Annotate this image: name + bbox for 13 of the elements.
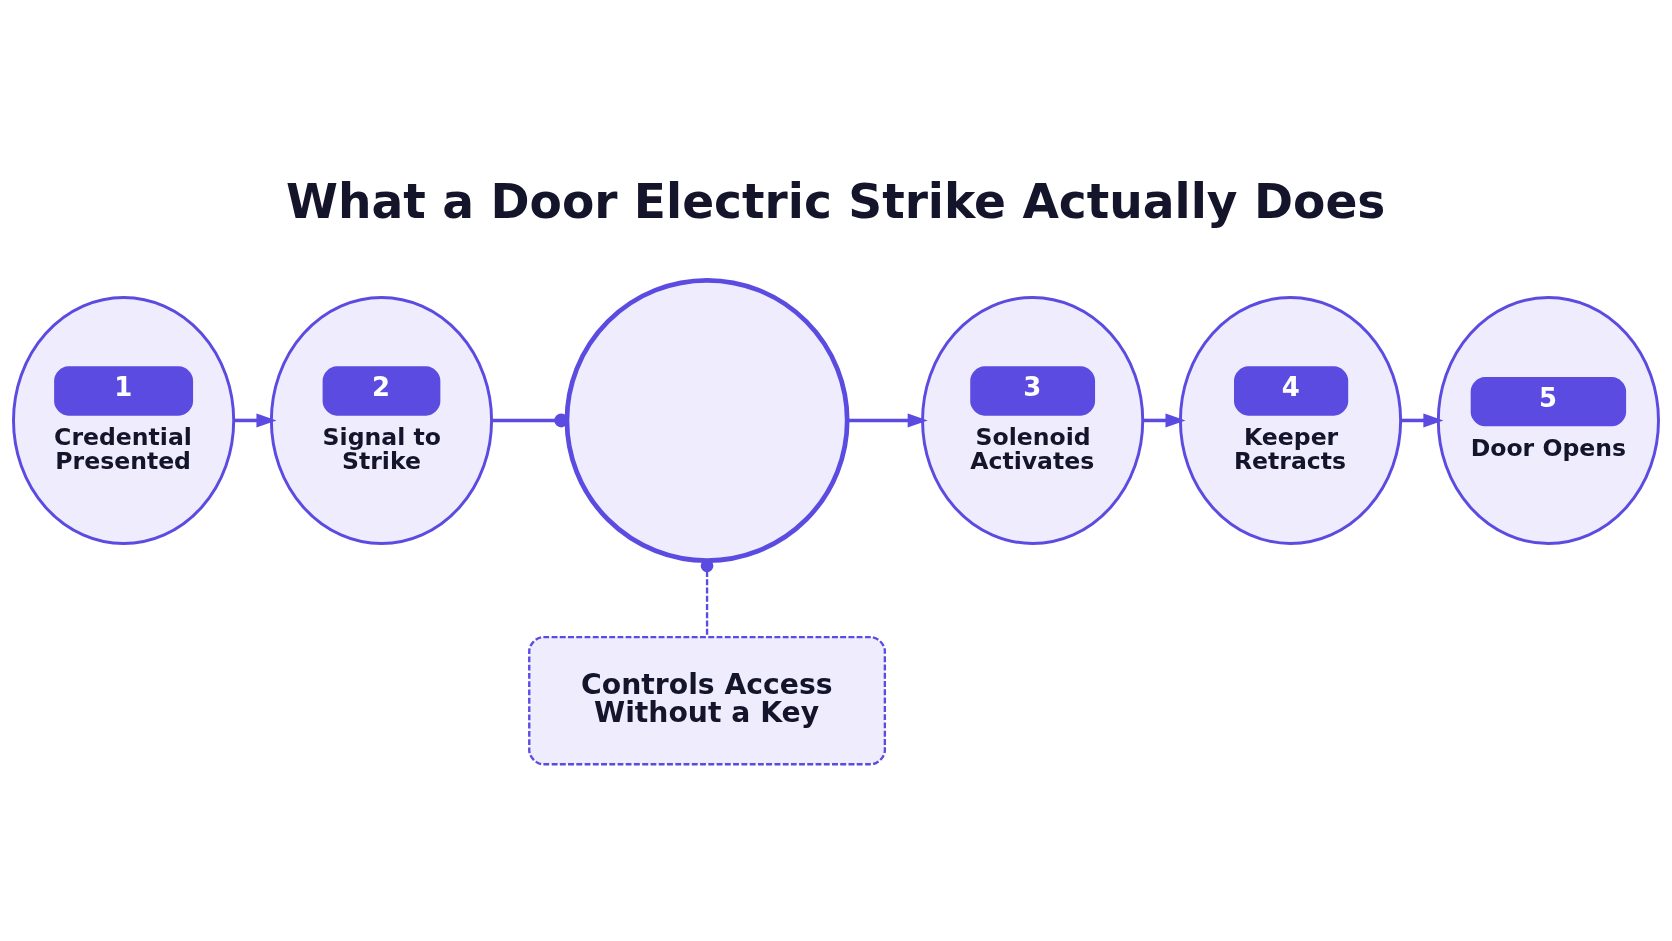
- arrow: [233, 413, 277, 428]
- node-circle: [564, 277, 850, 563]
- node-ellipse: 3 Solenoid Activates: [921, 295, 1145, 545]
- arrow: [1142, 413, 1186, 428]
- node-ellipse: 1 Credential Presented: [12, 295, 236, 545]
- node-ellipse: 4 Keeper Retracts: [1178, 295, 1403, 545]
- node-box: Controls Access Without a Key: [528, 635, 887, 766]
- node-ellipse: 2 Signal to Strike: [269, 295, 494, 545]
- arrow: [1400, 413, 1444, 428]
- diagram-title: What a Door Electric Strike Actually Does: [286, 173, 1386, 229]
- connector: [700, 559, 714, 637]
- node-ellipse: 5 Door Opens: [1436, 295, 1660, 545]
- arrow: [847, 413, 928, 428]
